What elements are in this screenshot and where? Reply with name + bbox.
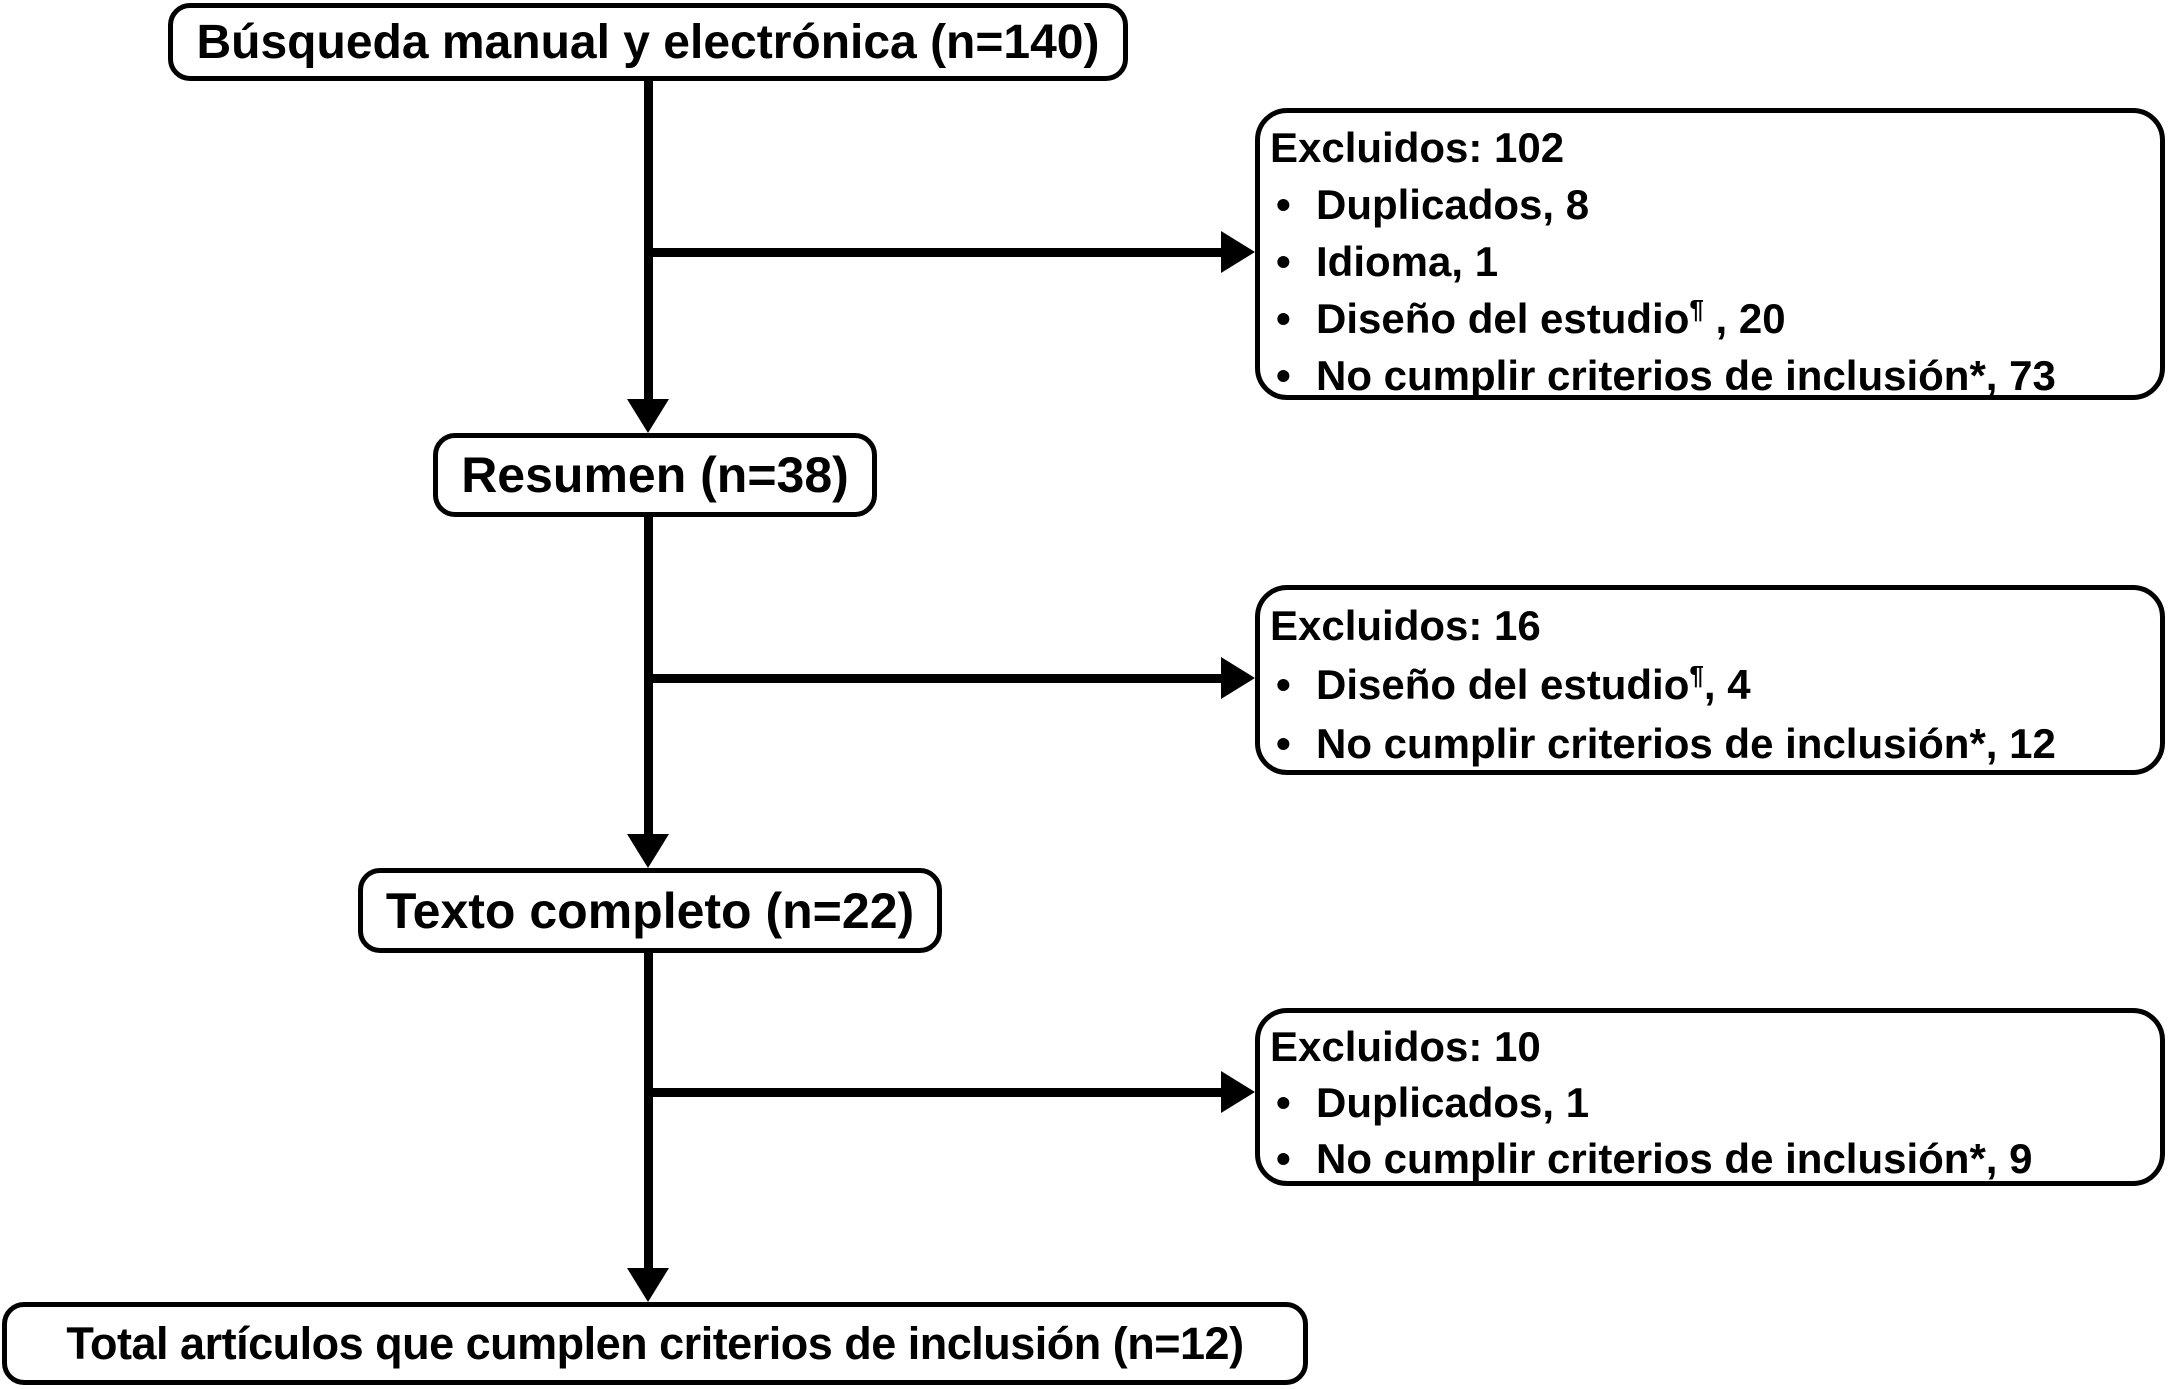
bullet-icon: • (1276, 720, 1291, 767)
exclusion-item-text: Diseño del estudio¶ , 20 (1316, 290, 1786, 347)
bullet-icon: • (1276, 238, 1291, 285)
node-busqueda-label: Búsqueda manual y electrónica (n=140) (196, 15, 1100, 69)
exclusion-item-text: Duplicados, 1 (1316, 1075, 1589, 1131)
exclusion-item-text: No cumplir criterios de inclusión*, 9 (1316, 1131, 2033, 1187)
node-texto-completo: Texto completo (n=22) (358, 868, 942, 953)
node-total-incluidos-label: Total artículos que cumplen criterios de… (66, 1317, 1244, 1369)
exclusion-item: • Idioma, 1 (1268, 233, 2156, 290)
bullet-icon: • (1276, 181, 1291, 228)
exclusion-item: • Duplicados, 8 (1268, 176, 2156, 233)
node-resumen: Resumen (n=38) (433, 433, 877, 517)
exclusion-item: • No cumplir criterios de inclusión*, 12 (1268, 714, 2156, 773)
arrowhead-down-icon (627, 399, 669, 433)
exclusion-item: • Diseño del estudio¶ , 20 (1268, 290, 2156, 347)
flow-line-branch-1 (648, 248, 1223, 257)
item-text-pre: Duplicados, 1 (1316, 1079, 1590, 1126)
pilcrow-superscript: ¶ (1689, 294, 1704, 324)
bullet-icon: • (1276, 1079, 1291, 1126)
arrowhead-right-icon (1221, 231, 1255, 273)
exclusion-box-3: Excluidos: 10 • Duplicados, 1 • No cumpl… (1255, 1008, 2165, 1186)
node-texto-completo-label: Texto completo (n=22) (385, 882, 915, 939)
bullet-icon: • (1276, 295, 1291, 342)
exclusion-box-1: Excluidos: 102 • Duplicados, 8 • Idioma,… (1255, 108, 2165, 400)
exclusion-box-3-title: Excluidos: 10 (1270, 1023, 1541, 1070)
flow-line-branch-2 (648, 674, 1223, 683)
exclusion-item-text: No cumplir criterios de inclusión*, 12 (1316, 714, 2056, 773)
exclusion-box-3-list: • Duplicados, 1 • No cumplir criterios d… (1268, 1075, 2156, 1187)
exclusion-box-2-list: • Diseño del estudio¶, 4 • No cumplir cr… (1268, 655, 2156, 773)
exclusion-box-1-list: • Duplicados, 8 • Idioma, 1 • Diseño del… (1268, 176, 2156, 404)
item-text-pre: No cumplir criterios de inclusión*, 73 (1316, 352, 2056, 399)
exclusion-item: • No cumplir criterios de inclusión*, 73 (1268, 347, 2156, 404)
arrowhead-down-icon (627, 1268, 669, 1302)
flow-line-branch-3 (648, 1088, 1223, 1097)
exclusion-item-text: Diseño del estudio¶, 4 (1316, 655, 1751, 714)
item-text-pre: Diseño del estudio (1316, 295, 1690, 342)
bullet-icon: • (1276, 1135, 1291, 1182)
item-text-post: , 20 (1703, 295, 1786, 342)
flow-line-vertical-1 (644, 81, 653, 401)
item-text-pre: No cumplir criterios de inclusión*, 12 (1316, 720, 2056, 767)
arrowhead-right-icon (1221, 1071, 1255, 1113)
exclusion-box-1-title: Excluidos: 102 (1270, 124, 1565, 171)
exclusion-item: • Duplicados, 1 (1268, 1075, 2156, 1131)
exclusion-box-2: Excluidos: 16 • Diseño del estudio¶, 4 •… (1255, 585, 2165, 775)
exclusion-item: • No cumplir criterios de inclusión*, 9 (1268, 1131, 2156, 1187)
pilcrow-superscript: ¶ (1689, 660, 1704, 690)
arrowhead-down-icon (627, 834, 669, 868)
node-total-incluidos: Total artículos que cumplen criterios de… (2, 1302, 1308, 1385)
item-text-pre: Diseño del estudio (1316, 661, 1690, 708)
item-text-pre: Idioma, 1 (1316, 238, 1499, 285)
item-text-post: , 4 (1703, 661, 1751, 708)
node-resumen-label: Resumen (n=38) (461, 447, 849, 503)
item-text-pre: No cumplir criterios de inclusión*, 9 (1316, 1135, 2033, 1182)
exclusion-item-text: No cumplir criterios de inclusión*, 73 (1316, 347, 2056, 404)
exclusion-item-text: Idioma, 1 (1316, 233, 1498, 290)
arrowhead-right-icon (1221, 657, 1255, 699)
bullet-icon: • (1276, 352, 1291, 399)
exclusion-item: • Diseño del estudio¶, 4 (1268, 655, 2156, 714)
node-busqueda: Búsqueda manual y electrónica (n=140) (168, 3, 1128, 81)
exclusion-box-2-title: Excluidos: 16 (1270, 602, 1541, 649)
item-text-pre: Duplicados, 8 (1316, 181, 1590, 228)
bullet-icon: • (1276, 661, 1291, 708)
flow-line-vertical-3 (644, 953, 653, 1270)
exclusion-item-text: Duplicados, 8 (1316, 176, 1589, 233)
